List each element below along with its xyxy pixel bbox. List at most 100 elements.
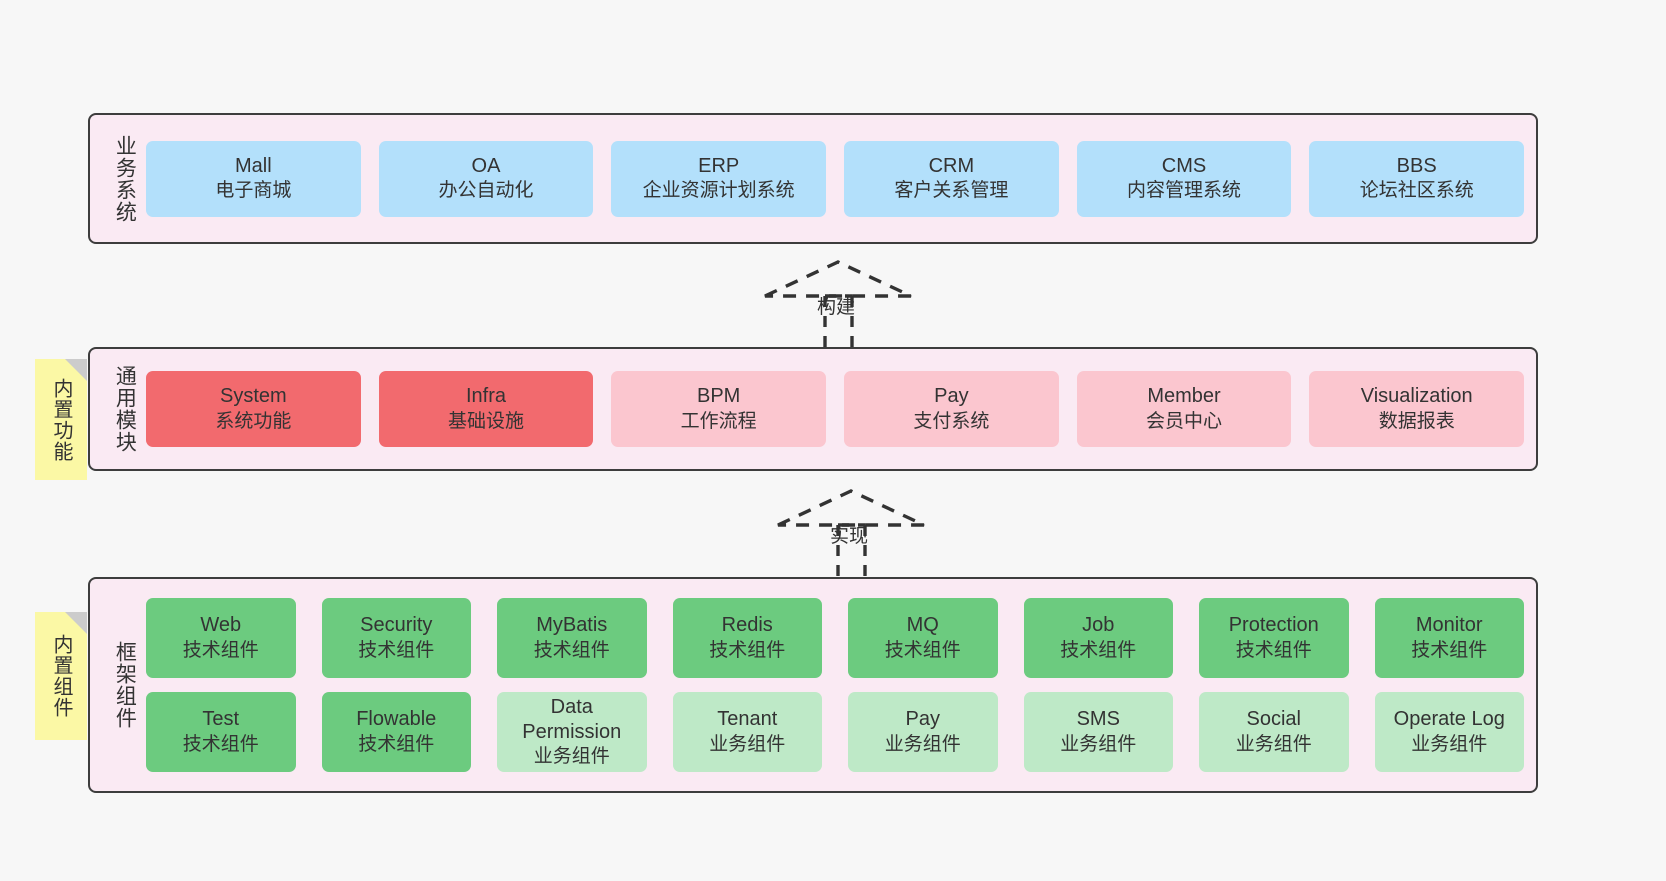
sticky-note-label: 内置功能 [50, 377, 72, 462]
card-title-en: Web [200, 614, 242, 637]
card-title-cn: 客户关系管理 [894, 180, 1009, 202]
card-title-cn: 业务组件 [533, 746, 610, 768]
card-title-en: Protection [1228, 614, 1319, 637]
card-title-en: System [219, 385, 287, 408]
card-title-en: MQ [906, 614, 939, 637]
card-title-en: Data Permission [522, 695, 622, 744]
card-title-en: Job [1082, 614, 1115, 637]
connector-implement-arrow [777, 489, 925, 577]
card-visualization[interactable]: Visualization 数据报表 [1309, 371, 1525, 447]
card-title-cn: 工作流程 [680, 410, 757, 432]
sticky-note-builtin-function: 内置功能 [35, 359, 87, 480]
connector-build-arrow [764, 260, 912, 348]
card-title-en: BPM [697, 385, 741, 408]
card-title-cn: 业务组件 [884, 733, 961, 755]
layer-business-system: 业务系统 Mall 电子商城 OA 办公自动化 ERP 企业资源计划系统 CRM… [88, 113, 1538, 244]
card-title-cn: 会员中心 [1146, 410, 1223, 432]
connector-build: 构建 [755, 258, 915, 348]
card-title-en: Redis [721, 614, 773, 637]
card-infra[interactable]: Infra 基础设施 [378, 371, 594, 447]
card-protection[interactable]: Protection 技术组件 [1199, 598, 1349, 678]
card-crm[interactable]: CRM 客户关系管理 [844, 140, 1059, 217]
folded-corner-icon [65, 359, 87, 381]
card-mq[interactable]: MQ 技术组件 [848, 598, 998, 678]
card-web[interactable]: Web 技术组件 [146, 598, 296, 678]
card-bpm[interactable]: BPM 工作流程 [611, 371, 827, 447]
card-title-cn: 技术组件 [1411, 639, 1488, 661]
layer-title-business-system: 业务系统 [113, 134, 137, 223]
card-title-en: Tenant [717, 708, 778, 731]
layer-common-module: 通用模块 System 系统功能 Infra 基础设施 BPM 工作流程 Pay… [88, 347, 1538, 471]
card-title-cn: 技术组件 [1060, 639, 1137, 661]
layer-title-common-module: 通用模块 [113, 365, 137, 453]
connector-implement-label: 实现 [830, 526, 869, 547]
card-title-en: CRM [928, 154, 975, 177]
card-title-en: Visualization [1360, 385, 1473, 408]
sticky-note-builtin-component: 内置组件 [35, 612, 87, 740]
card-mall[interactable]: Mall 电子商城 [146, 140, 361, 217]
card-social[interactable]: Social 业务组件 [1199, 692, 1349, 772]
folded-corner-icon [65, 612, 87, 634]
card-title-cn: 业务组件 [1060, 733, 1137, 755]
card-pay[interactable]: Pay 支付系统 [844, 371, 1059, 447]
card-title-en: BBS [1396, 154, 1437, 177]
sticky-note-label: 内置组件 [50, 634, 72, 718]
card-title-cn: 内容管理系统 [1127, 180, 1242, 202]
connector-implement: 实现 [768, 487, 928, 577]
card-pay-business[interactable]: Pay 业务组件 [848, 692, 998, 772]
card-title-en: Pay [905, 708, 940, 731]
card-title-cn: 电子商城 [215, 180, 292, 202]
card-title-cn: 技术组件 [1235, 639, 1312, 661]
card-title-en: Test [202, 708, 240, 731]
card-title-cn: 技术组件 [884, 639, 961, 661]
card-title-cn: 业务组件 [709, 733, 786, 755]
card-title-en: Flowable [356, 708, 437, 731]
card-title-en: Pay [934, 385, 969, 408]
card-title-cn: 企业资源计划系统 [642, 180, 795, 202]
card-cms[interactable]: CMS 内容管理系统 [1076, 140, 1292, 217]
card-title-cn: 业务组件 [1235, 733, 1312, 755]
card-title-en: Member [1147, 385, 1221, 408]
card-title-cn: 技术组件 [533, 639, 610, 661]
card-flowable[interactable]: Flowable 技术组件 [321, 692, 471, 772]
card-title-en: SMS [1076, 708, 1120, 731]
card-title-cn: 系统功能 [215, 410, 292, 432]
card-title-cn: 数据报表 [1378, 410, 1455, 432]
card-title-cn: 技术组件 [709, 639, 786, 661]
card-title-cn: 业务组件 [1411, 733, 1488, 755]
card-title-cn: 技术组件 [358, 733, 435, 755]
card-title-cn: 技术组件 [182, 733, 259, 755]
card-system[interactable]: System 系统功能 [146, 371, 361, 447]
connector-build-label: 构建 [817, 297, 856, 318]
card-oa[interactable]: OA 办公自动化 [378, 140, 594, 217]
card-title-en: Infra [465, 385, 507, 408]
card-title-en: MyBatis [536, 614, 608, 637]
card-member[interactable]: Member 会员中心 [1076, 371, 1292, 447]
card-erp[interactable]: ERP 企业资源计划系统 [611, 140, 827, 217]
card-test[interactable]: Test 技术组件 [146, 692, 296, 772]
card-sms[interactable]: SMS 业务组件 [1023, 692, 1173, 772]
card-bbs[interactable]: BBS 论坛社区系统 [1309, 140, 1525, 217]
card-title-en: Mall [235, 154, 272, 177]
card-title-en: OA [471, 154, 501, 177]
card-title-cn: 基础设施 [448, 410, 525, 432]
card-security[interactable]: Security 技术组件 [321, 598, 471, 678]
card-mybatis[interactable]: MyBatis 技术组件 [497, 598, 647, 678]
card-title-en: ERP [698, 154, 740, 177]
card-job[interactable]: Job 技术组件 [1023, 598, 1173, 678]
card-title-en: CMS [1161, 154, 1207, 177]
card-title-cn: 支付系统 [913, 410, 990, 432]
card-title-en: Social [1246, 708, 1301, 731]
card-data-permission[interactable]: Data Permission 业务组件 [497, 692, 647, 772]
card-title-cn: 技术组件 [182, 639, 259, 661]
card-title-cn: 办公自动化 [438, 180, 534, 202]
card-operate-log[interactable]: Operate Log 业务组件 [1374, 692, 1524, 772]
card-tenant[interactable]: Tenant 业务组件 [672, 692, 822, 772]
layer-framework-component: 框架组件 Web 技术组件 Security 技术组件 MyBatis 技术组件… [88, 577, 1538, 793]
card-title-cn: 论坛社区系统 [1359, 180, 1474, 202]
card-title-en: Operate Log [1393, 708, 1505, 731]
card-monitor[interactable]: Monitor 技术组件 [1374, 598, 1524, 678]
card-redis[interactable]: Redis 技术组件 [672, 598, 822, 678]
card-title-en: Security [360, 614, 433, 637]
layer-title-framework-component: 框架组件 [113, 641, 137, 729]
